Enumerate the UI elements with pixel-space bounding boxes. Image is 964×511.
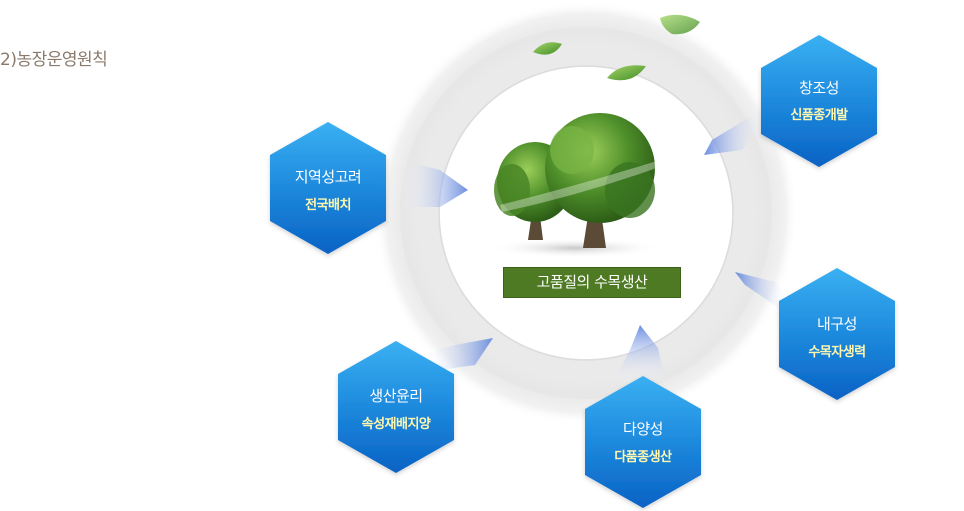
principle-node-durability: 내구성 수목자생력 (779, 268, 895, 400)
principle-subtitle: 수목자생력 (808, 345, 865, 360)
arrow-from-saengsan (425, 338, 493, 370)
principle-title: 지역성고려 (295, 168, 362, 186)
arrow-from-jiyeok (400, 160, 468, 207)
arrow-from-chang (704, 112, 765, 155)
principle-subtitle: 다품종생산 (614, 449, 672, 465)
principle-title: 생산윤리 (369, 387, 422, 405)
section-heading: 2)농장운영원칙 (0, 50, 108, 70)
principle-subtitle: 속성재배지양 (362, 416, 431, 432)
principle-node-diversity: 다양성 다품종생산 (585, 376, 701, 508)
principle-subtitle: 신품종개발 (790, 107, 848, 123)
principle-title: 창조성 (799, 79, 839, 97)
arrow-from-naegu (735, 272, 790, 310)
principle-title: 다양성 (623, 420, 663, 438)
tree-icon (487, 113, 663, 258)
principle-node-ethics: 생산윤리 속성재배지양 (338, 341, 454, 473)
principle-node-locality: 지역성고려 전국배치 (270, 122, 386, 254)
center-goal-label: 고품질의 수목생산 (503, 267, 681, 298)
principle-title: 내구성 (817, 315, 857, 333)
leaf-icon (533, 14, 700, 81)
principle-subtitle: 전국배치 (305, 197, 351, 213)
arrow-from-dayang (612, 325, 666, 385)
principle-node-creativity: 창조성 신품종개발 (761, 35, 877, 167)
